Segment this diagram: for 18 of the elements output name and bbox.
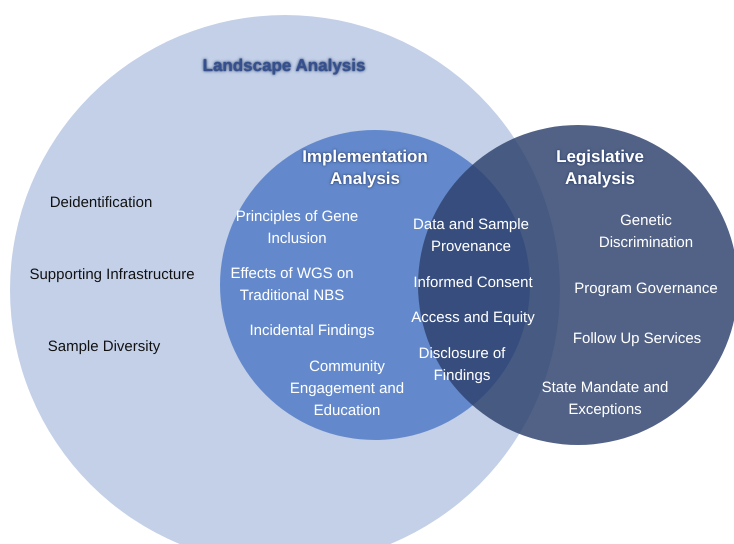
circle-heading: Landscape Analysis [202,55,366,77]
circle-heading: Legislative Analysis [555,146,645,190]
item-text: Genetic Discrimination [598,211,694,253]
item-text: Program Governance [573,279,719,299]
item-text: Informed Consent [412,273,534,293]
item-text: Deidentification [48,193,154,213]
item-text: Data and Sample Provenance [412,215,530,257]
item-text: State Mandate and Exceptions [540,378,670,420]
item-text: Disclosure of Findings [418,344,506,386]
item-text: Follow Up Services [572,329,702,349]
item-text: Supporting Infrastructure [28,265,196,285]
item-text: Community Engagement and Education [288,357,406,421]
circle-heading: Implementation Analysis [301,146,429,190]
item-text: Incidental Findings [248,321,376,341]
item-text: Principles of Gene Inclusion [234,207,360,249]
item-text: Sample Diversity [46,337,162,357]
item-text: Access and Equity [410,308,536,328]
item-text: Effects of WGS on Traditional NBS [229,264,355,306]
